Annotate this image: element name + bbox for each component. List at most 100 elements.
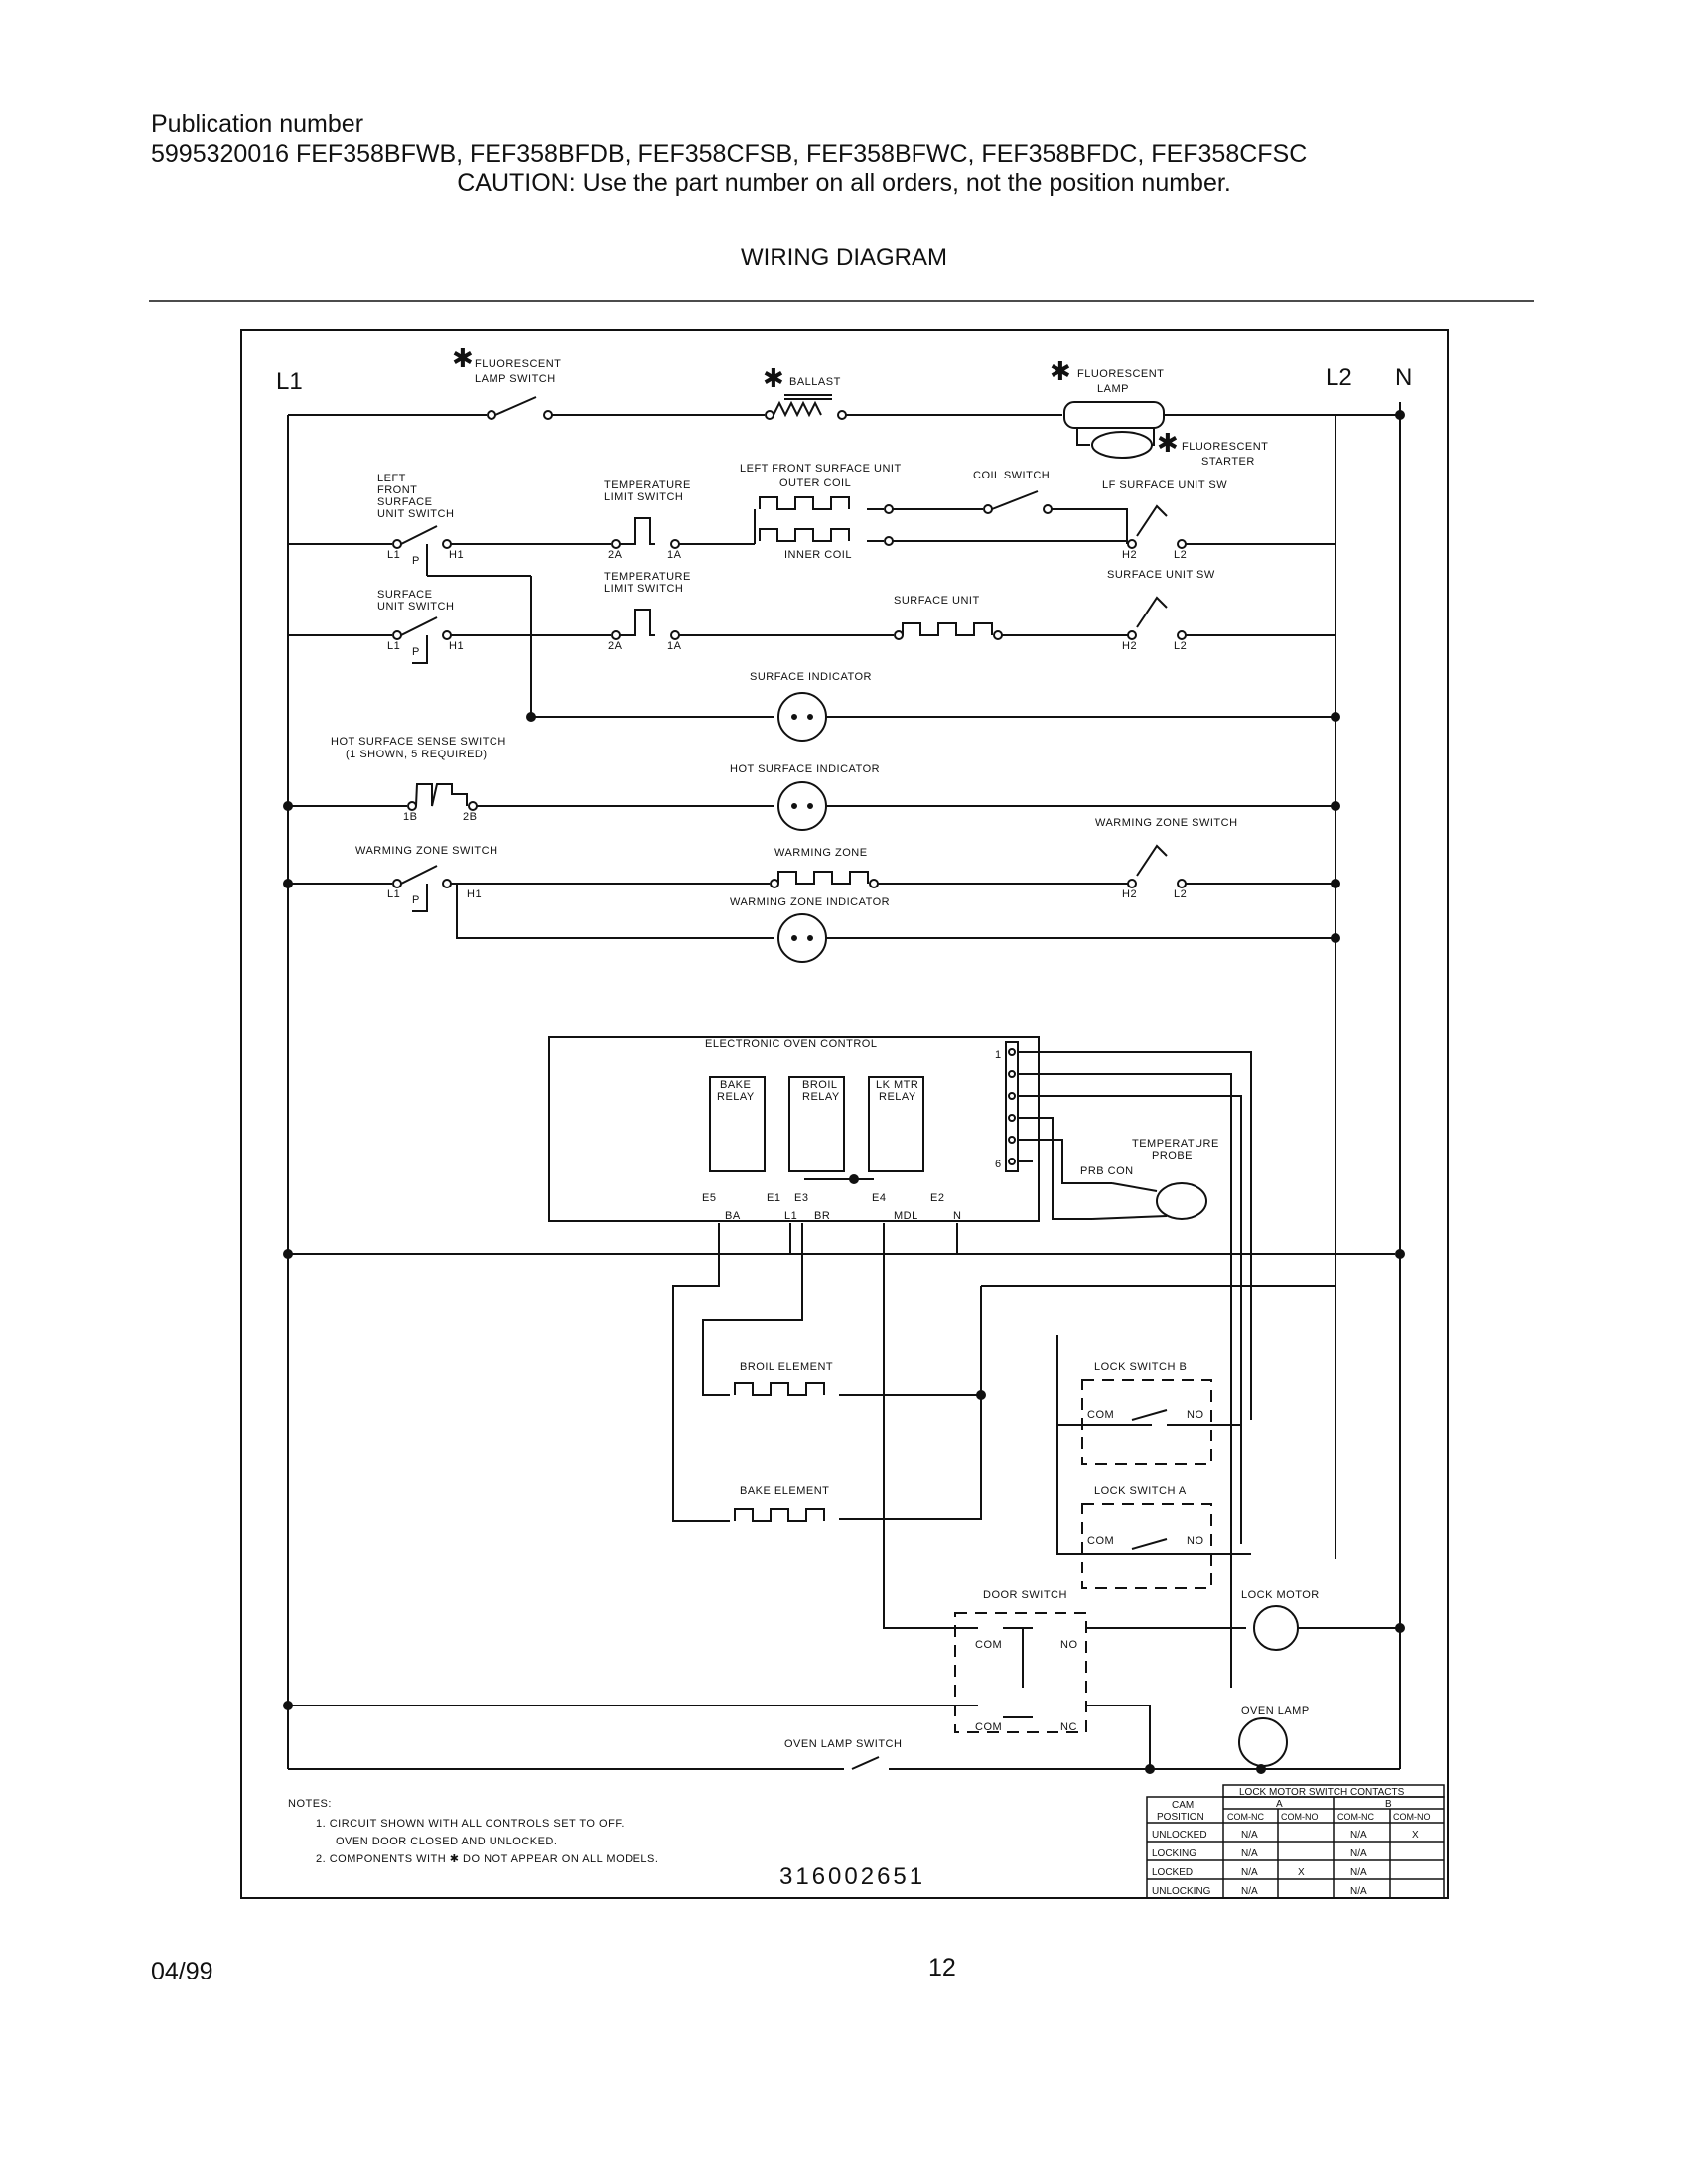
lock-a-label: LOCK SWITCH A: [1094, 1485, 1187, 1497]
term-e1: E1: [767, 1192, 780, 1204]
lf-sw-label: LF SURFACE UNIT SW: [1102, 479, 1227, 491]
lock-b-label: LOCK SWITCH B: [1094, 1361, 1187, 1373]
publication-models: 5995320016 FEF358BFWB, FEF358BFDB, FEF35…: [151, 140, 1308, 168]
term-ba: BA: [725, 1210, 741, 1222]
left-front-surface-row: [288, 490, 1336, 576]
surface-unit-label: SURFACE UNIT: [894, 595, 980, 607]
door-com-1: COM: [975, 1639, 1002, 1651]
optional-star-1: ✱: [452, 343, 474, 373]
term-l2-a: L2: [1174, 549, 1187, 561]
term-2a-b: 2A: [608, 640, 623, 652]
table-cell: N/A: [1350, 1867, 1367, 1878]
page-number: 12: [928, 1954, 956, 1981]
term-h1-a: H1: [449, 549, 464, 561]
prb-con-label: PRB CON: [1080, 1165, 1134, 1177]
hot-surface-row: [283, 781, 1340, 831]
warming-switch-label: WARMING ZONE SWITCH: [355, 845, 498, 857]
table-row-pos: UNLOCKING: [1152, 1886, 1211, 1897]
oven-lamp-label: OVEN LAMP: [1241, 1706, 1310, 1717]
term-e5: E5: [702, 1192, 716, 1204]
term-1b: 1B: [403, 811, 417, 823]
term-2b: 2B: [463, 811, 477, 823]
pin-6: 6: [995, 1159, 1002, 1170]
door-nc: NC: [1060, 1721, 1077, 1733]
term-mdl: MDL: [894, 1210, 918, 1222]
table-cell: X: [1298, 1867, 1305, 1878]
eoc-label: ELECTRONIC OVEN CONTROL: [705, 1038, 877, 1050]
term-h2-c: H2: [1122, 888, 1137, 900]
lock-a-com: COM: [1087, 1535, 1114, 1547]
door-no: NO: [1060, 1639, 1078, 1651]
table-group-b: B: [1385, 1799, 1392, 1810]
term-l1-eoc: L1: [784, 1210, 797, 1222]
footer-date: 04/99: [151, 1958, 213, 1985]
table-cell: N/A: [1241, 1830, 1258, 1841]
table-cell: N/A: [1241, 1886, 1258, 1897]
surface-indicator-label: SURFACE INDICATOR: [750, 671, 872, 683]
term-2a-a: 2A: [608, 549, 623, 561]
table-cell: N/A: [1350, 1886, 1367, 1897]
table-cell: N/A: [1241, 1867, 1258, 1878]
warming-indicator-label: WARMING ZONE INDICATOR: [730, 896, 890, 908]
table-row-pos: LOCKING: [1152, 1848, 1196, 1859]
table-group-a: A: [1276, 1799, 1283, 1810]
term-h2-b: H2: [1122, 640, 1137, 652]
term-e3: E3: [794, 1192, 808, 1204]
table-sub-4: COM-NO: [1393, 1812, 1431, 1822]
contacts-table: [1146, 1784, 1445, 1899]
optional-star-2: ✱: [763, 363, 784, 393]
notes-title: NOTES:: [288, 1798, 332, 1810]
rail-l2-label: L2: [1326, 364, 1352, 391]
table-cell: N/A: [1241, 1848, 1258, 1859]
caution-note: CAUTION: Use the part number on all orde…: [457, 169, 1231, 197]
term-e4: E4: [872, 1192, 886, 1204]
inner-coil-label: INNER COIL: [784, 549, 852, 561]
table-cell: X: [1412, 1830, 1419, 1841]
note-2: 2. COMPONENTS WITH ✱ DO NOT APPEAR ON AL…: [316, 1853, 658, 1865]
drawing-number: 316002651: [779, 1863, 925, 1890]
pin-1: 1: [995, 1049, 1002, 1061]
warming-zone-label: WARMING ZONE: [774, 847, 868, 859]
table-row-pos: LOCKED: [1152, 1867, 1193, 1878]
surface-unit-sw-label: SURFACE UNIT SW: [1107, 569, 1215, 581]
fluorescent-row: [288, 394, 1405, 459]
term-p-a: P: [412, 555, 420, 567]
term-l2-c: L2: [1174, 888, 1187, 900]
door-com-2: COM: [975, 1721, 1002, 1733]
optional-star-3: ✱: [1050, 356, 1071, 386]
surface-indicator-row: [427, 575, 1340, 742]
lock-a-no: NO: [1187, 1535, 1204, 1547]
lock-b-com: COM: [1087, 1409, 1114, 1421]
oven-lamp-switch-label: OVEN LAMP SWITCH: [784, 1738, 902, 1750]
optional-star-4: ✱: [1157, 428, 1179, 458]
warming-zone-switch-label: WARMING ZONE SWITCH: [1095, 817, 1238, 829]
table-cell: N/A: [1350, 1848, 1367, 1859]
oven-wiring: [283, 1223, 1405, 1774]
bake-element-label: BAKE ELEMENT: [740, 1485, 829, 1497]
section-title: WIRING DIAGRAM: [741, 244, 947, 271]
rail-n-label: N: [1395, 364, 1412, 391]
note-1a: 1. CIRCUIT SHOWN WITH ALL CONTROLS SET T…: [316, 1818, 625, 1830]
term-n-eoc: N: [953, 1210, 961, 1222]
hot-sense-label: HOT SURFACE SENSE SWITCH(1 SHOWN, 5 REQU…: [331, 736, 506, 760]
ballast-label: BALLAST: [789, 376, 841, 388]
note-1b: OVEN DOOR CLOSED AND UNLOCKED.: [336, 1836, 557, 1847]
warming-zone-row: [283, 844, 1340, 963]
lock-motor-label: LOCK MOTOR: [1241, 1589, 1320, 1601]
term-p-b: P: [412, 646, 420, 658]
term-l1-c: L1: [387, 888, 400, 900]
diagram-frame: [240, 329, 1449, 1899]
lock-b-no: NO: [1187, 1409, 1204, 1421]
